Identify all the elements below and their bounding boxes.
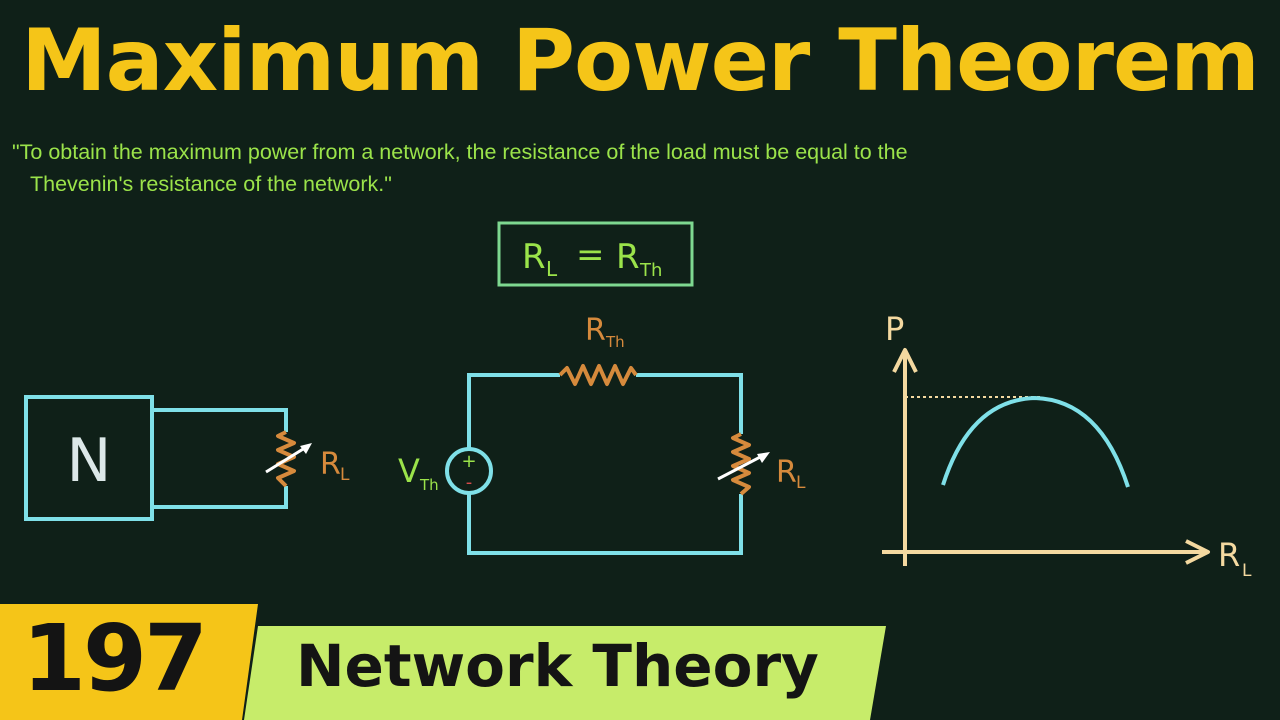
load-label-middle-sub: L xyxy=(796,473,806,493)
thevenin-resistor xyxy=(558,364,638,386)
load-label-left: R xyxy=(320,447,341,482)
thevenin-top-left-wire xyxy=(467,373,560,448)
load-resistor-left xyxy=(276,430,296,488)
series-name: Network Theory xyxy=(296,632,819,700)
episode-number: 197 xyxy=(22,605,208,712)
rth-label-sub: Th xyxy=(605,333,625,351)
equation-rhs-sub: Th xyxy=(639,260,662,281)
series-name-banner xyxy=(244,626,886,720)
source-plus: + xyxy=(461,451,476,472)
network-box-label: N xyxy=(67,426,112,496)
rth-label: R xyxy=(585,313,606,348)
load-label-middle: R xyxy=(776,455,797,490)
vth-label-sub: Th xyxy=(419,476,439,494)
y-axis-arrow-icon xyxy=(892,348,918,373)
graph-x-label: R xyxy=(1218,536,1240,574)
load-label-left-sub: L xyxy=(340,465,350,485)
thevenin-top-right-wire xyxy=(636,373,743,434)
network-bottom-wire xyxy=(152,486,288,509)
power-curve xyxy=(941,395,1130,488)
quote-line-2: Thevenin's resistance of the network." xyxy=(30,172,392,196)
source-minus: - xyxy=(466,472,473,493)
load-variable-arrow-left xyxy=(265,444,309,474)
equation-lhs: R xyxy=(522,237,546,277)
voltage-source xyxy=(445,447,493,495)
network-box xyxy=(24,395,154,521)
episode-number-banner xyxy=(0,604,258,720)
equation-lhs-sub: L xyxy=(546,257,558,281)
equation-box xyxy=(497,221,694,287)
graph-x-label-sub: L xyxy=(1242,561,1252,581)
x-axis-arrow-icon xyxy=(1185,539,1210,565)
thevenin-bottom-wire xyxy=(467,494,743,555)
graph-y-label: P xyxy=(885,310,904,348)
network-top-wire xyxy=(152,408,288,432)
load-variable-arrow-middle xyxy=(717,453,765,481)
equation-equals: = xyxy=(576,235,605,275)
load-resistor-middle xyxy=(731,432,751,496)
quote-line-1: "To obtain the maximum power from a netw… xyxy=(12,140,908,164)
arrowhead-icon xyxy=(757,452,770,463)
equation-rhs: R xyxy=(616,237,640,277)
vth-label: V xyxy=(398,452,420,490)
theorem-statement: "To obtain the maximum power from a netw… xyxy=(12,136,1272,200)
page-title: Maximum Power Theorem xyxy=(21,11,1260,111)
arrowhead-icon xyxy=(300,443,312,454)
